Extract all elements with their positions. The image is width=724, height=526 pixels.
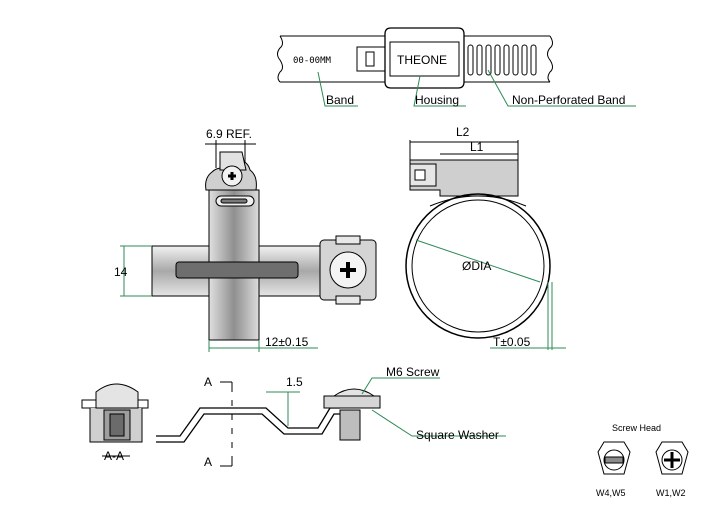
band-slots [467, 44, 537, 76]
callout-m6-screw: M6 Screw [386, 365, 440, 379]
dim-12: 12±0.15 [265, 335, 309, 349]
section-label-a-a: A-A [104, 449, 124, 463]
dim-l1: L1 [470, 140, 484, 154]
callout-non-perforated-band: Non-Perforated Band [512, 93, 625, 107]
callout-band: Band [326, 93, 354, 107]
side-view [405, 140, 566, 350]
front-view [120, 140, 377, 352]
dim-14: 14 [114, 265, 128, 279]
cut-label-top: A [204, 375, 212, 389]
section-a-a [81, 383, 149, 457]
band-print-text: 00-00MM [293, 56, 332, 66]
callout-square-washer: Square Washer [416, 428, 499, 442]
dia-label: ØDIA [462, 259, 491, 273]
housing-print-text: THEONE [397, 53, 447, 67]
side-profile-view [156, 377, 506, 467]
dim-l2: L2 [456, 125, 470, 139]
screw-head-panel [597, 441, 689, 475]
screw-cross-label: W1,W2 [656, 488, 686, 498]
screw-head-title: Screw Head [612, 423, 661, 433]
dim-1-5: 1.5 [286, 375, 303, 389]
thickness-label: T±0.05 [493, 335, 531, 349]
band-view [277, 27, 636, 107]
screw-slotted-label: W4,W5 [596, 488, 626, 498]
cut-label-bottom: A [204, 455, 212, 469]
callout-housing: Housing [415, 93, 459, 107]
dim-6-9-ref: 6.9 REF. [206, 127, 252, 141]
